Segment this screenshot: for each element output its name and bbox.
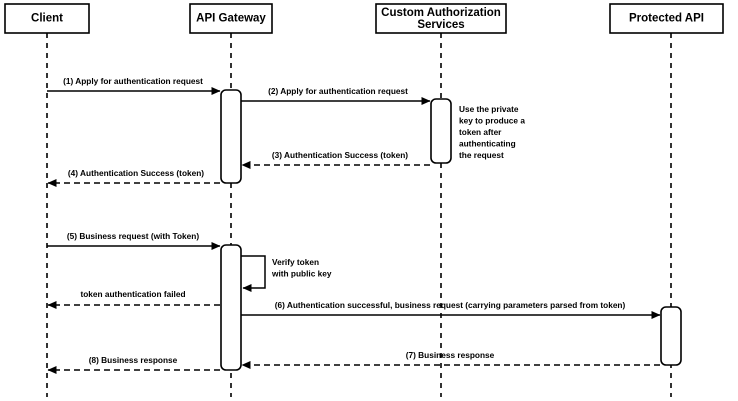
activations-layer bbox=[220, 89, 682, 371]
messages-layer: (1) Apply for authentication request (2) … bbox=[47, 76, 661, 374]
participant-client[interactable]: Client bbox=[4, 3, 90, 34]
message-label-m4: (4) Authentication Success (token) bbox=[68, 168, 204, 178]
participant-box-client[interactable] bbox=[4, 3, 90, 34]
message-m5: (5) Business request (with Token) bbox=[47, 231, 221, 250]
protapi-activation bbox=[660, 306, 682, 366]
participant-label-gateway: API Gateway bbox=[196, 13, 266, 25]
participant-box-protapi[interactable] bbox=[609, 3, 724, 34]
gateway-activation-business bbox=[220, 244, 242, 371]
message-mfail: token authentication failed bbox=[47, 289, 220, 309]
message-m3: (3) Authentication Success (token) bbox=[241, 150, 430, 169]
participant-box-gateway[interactable] bbox=[189, 3, 273, 34]
participant-protapi[interactable]: Protected API bbox=[609, 3, 724, 34]
message-m7: (7) Business response bbox=[241, 350, 660, 369]
authsvc-activation bbox=[430, 98, 452, 164]
message-label-m8: (8) Business response bbox=[89, 355, 178, 365]
gateway-activation-auth bbox=[220, 89, 242, 184]
participant-box-authsvc[interactable] bbox=[375, 3, 507, 34]
message-label-mfail: token authentication failed bbox=[80, 289, 185, 299]
message-m2: (2) Apply for authentication request bbox=[241, 86, 431, 105]
participant-label-protapi: Protected API bbox=[629, 13, 704, 25]
message-m6: (6) Authentication successful, business … bbox=[241, 300, 661, 319]
participant-label-client: Client bbox=[31, 13, 63, 25]
message-label-m2: (2) Apply for authentication request bbox=[268, 86, 408, 96]
message-label-m7: (7) Business response bbox=[406, 350, 495, 360]
message-m1: (1) Apply for authentication request bbox=[47, 76, 221, 95]
message-label-m5: (5) Business request (with Token) bbox=[67, 231, 199, 241]
participant-gateway[interactable]: API Gateway bbox=[189, 3, 273, 34]
message-label-m3: (3) Authentication Success (token) bbox=[272, 150, 408, 160]
message-label-m1: (1) Apply for authentication request bbox=[63, 76, 203, 86]
self-message-arrow-self1 bbox=[241, 255, 266, 292]
message-m4: (4) Authentication Success (token) bbox=[47, 168, 220, 187]
message-label-m6: (6) Authentication successful, business … bbox=[275, 300, 626, 310]
message-m8: (8) Business response bbox=[47, 355, 220, 374]
